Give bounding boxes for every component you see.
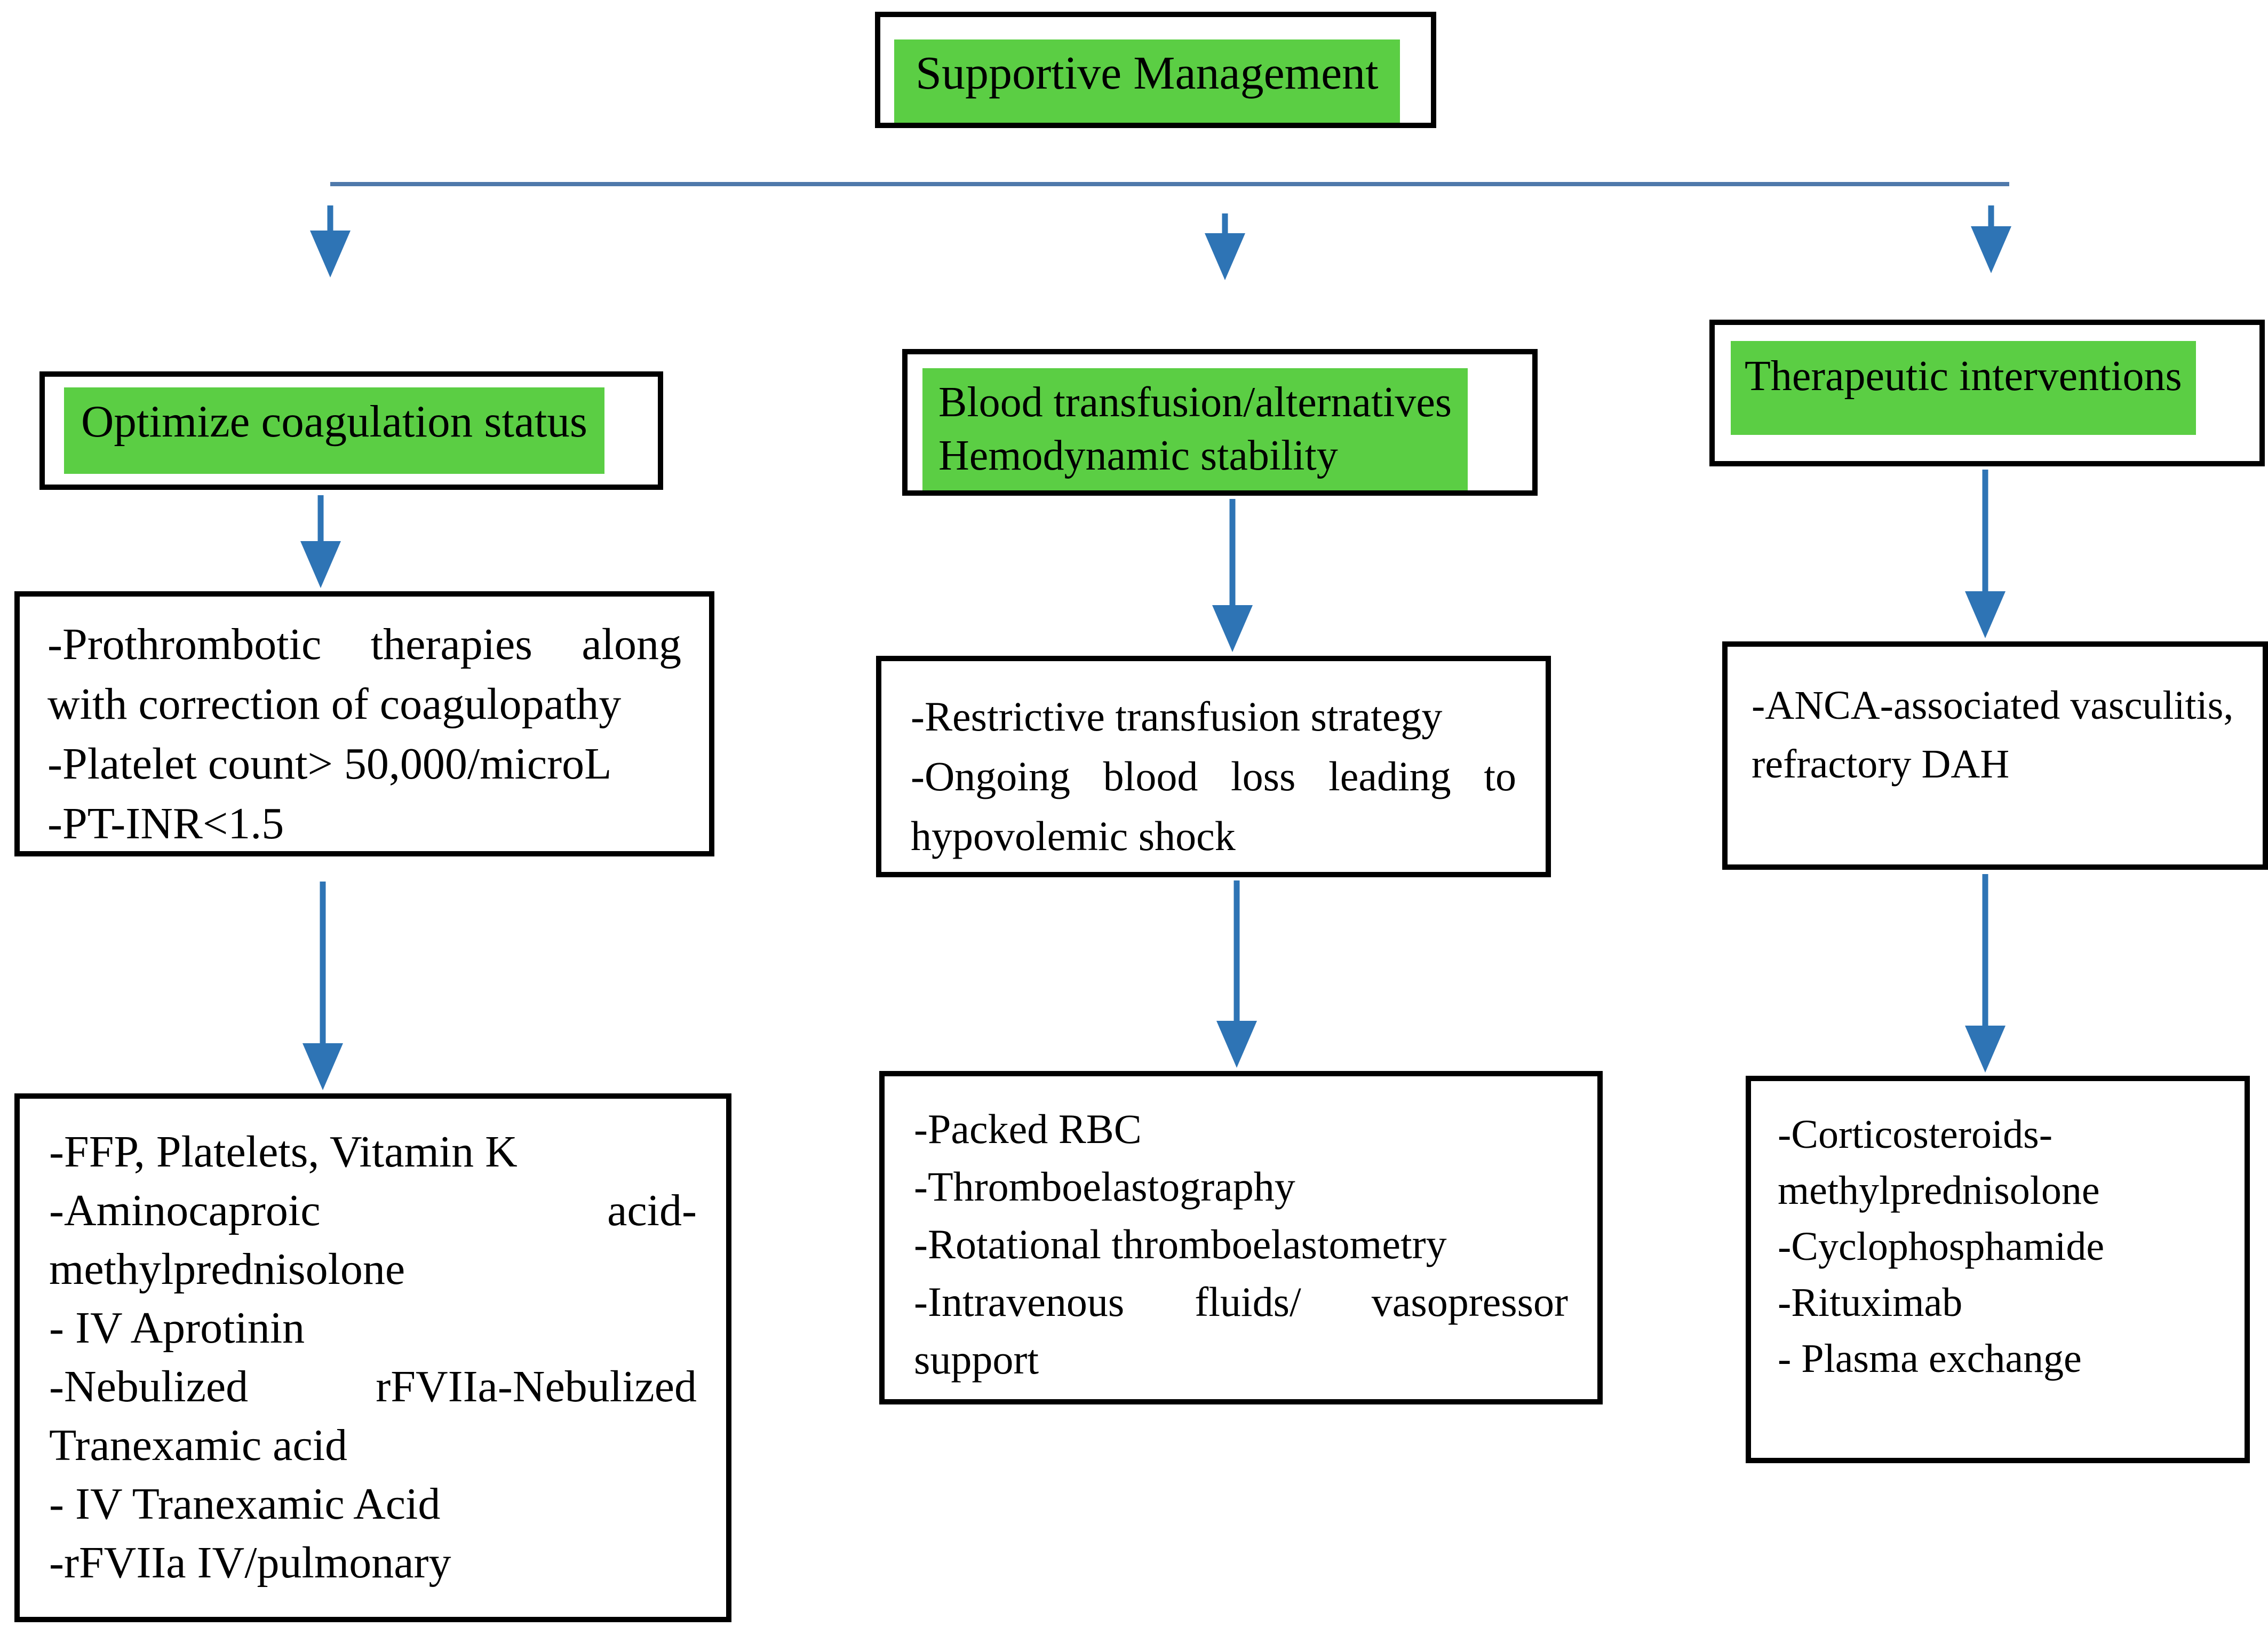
arrowhead-icon [1216,1021,1257,1068]
title-box: Supportive Management [875,12,1436,128]
treatments-box-transfusion: -Packed RBC -Thromboelastography -Rotati… [879,1071,1603,1404]
arrow-middle-header-to-criteria [1212,499,1253,652]
header-box-therapeutic-interventions: Therapeutic interventions [1709,320,2265,466]
arrowhead-icon [303,1043,343,1090]
bullet-line: -Corticosteroids-methylprednisolone [1778,1112,2100,1213]
bullet-line: - Plasma exchange [1778,1336,2082,1381]
arrow-right-header-to-criteria [1965,470,2006,638]
bullet-line: -Nebulized rFVIIa-Nebulized Tranexamic a… [49,1362,697,1470]
branch-header-label: Therapeutic interventions [1745,353,2182,400]
bullet-line: -Packed RBC [914,1106,1142,1152]
arrowhead-icon [1965,1026,2006,1073]
arrowhead-icon [1971,226,2011,273]
arrow-left-header-to-criteria [300,495,341,588]
header-box-blood-transfusion: Blood transfusion/alternatives Hemodynam… [902,349,1538,496]
bullet-line: -Platelet count> 50,000/microL [47,739,612,789]
arrow-left-criteria-to-treatments [303,882,343,1090]
header-highlight: Optimize coagulation status [64,387,604,474]
branch-connector-line [330,182,2009,186]
treatments-box-therapeutic: -Corticosteroids-methylprednisolone -Cyc… [1746,1076,2250,1463]
header-highlight: Blood transfusion/alternatives Hemodynam… [922,368,1468,490]
bullet-line: -rFVIIa IV/pulmonary [49,1538,451,1588]
bullet-line: - IV Aprotinin [49,1303,305,1353]
arrowhead-icon [1212,605,1253,652]
arrow-to-right-branch [1971,205,2011,273]
bullet-line: - IV Tranexamic Acid [49,1479,441,1529]
bullet-line: -Rotational thromboelastometry [914,1221,1447,1267]
page-title: Supportive Management [916,47,1379,99]
arrow-right-criteria-to-treatments [1965,874,2006,1073]
arrowhead-icon [1965,591,2006,638]
branch-header-label: Optimize coagulation status [81,396,587,447]
branch-header-label: Hemodynamic stability [938,432,1338,479]
bullet-line: -ANCA-associated vasculitis, refractory … [1752,683,2234,787]
arrowhead-icon [1205,233,1245,280]
bullet-line: -Aminocaproic acid-methylprednisolone [49,1186,697,1294]
bullet-line: -Prothrombotic therapies along with corr… [47,620,681,729]
branch-header-label: Blood transfusion/alternatives [938,379,1452,426]
bullet-line: -Rituximab [1778,1280,1963,1325]
bullet-line: -Intravenous fluids/ vasopressor support [914,1279,1568,1383]
arrowhead-icon [300,541,341,588]
title-highlight: Supportive Management [894,39,1400,123]
criteria-box-transfusion: -Restrictive transfusion strategy -Ongoi… [876,656,1551,877]
header-box-optimize-coagulation: Optimize coagulation status [39,371,663,490]
criteria-box-coagulation: -Prothrombotic therapies along with corr… [14,591,714,856]
bullet-line: -Cyclophosphamide [1778,1224,2105,1269]
bullet-line: -Thromboelastography [914,1163,1295,1210]
arrow-middle-criteria-to-treatments [1216,880,1257,1068]
header-highlight: Therapeutic interventions [1731,341,2196,435]
bullet-line: -Ongoing blood loss leading to hypovolem… [911,753,1516,859]
bullet-line: -Restrictive transfusion strategy [911,693,1443,740]
criteria-box-therapeutic: -ANCA-associated vasculitis, refractory … [1722,641,2268,870]
arrow-to-middle-branch [1205,213,1245,280]
arrowhead-icon [310,231,351,277]
bullet-line: -FFP, Platelets, Vitamin K [49,1127,518,1177]
bullet-line: -PT-INR<1.5 [47,799,284,848]
treatments-box-coagulation: -FFP, Platelets, Vitamin K -Aminocaproic… [14,1093,731,1622]
arrow-to-left-branch [310,205,351,277]
